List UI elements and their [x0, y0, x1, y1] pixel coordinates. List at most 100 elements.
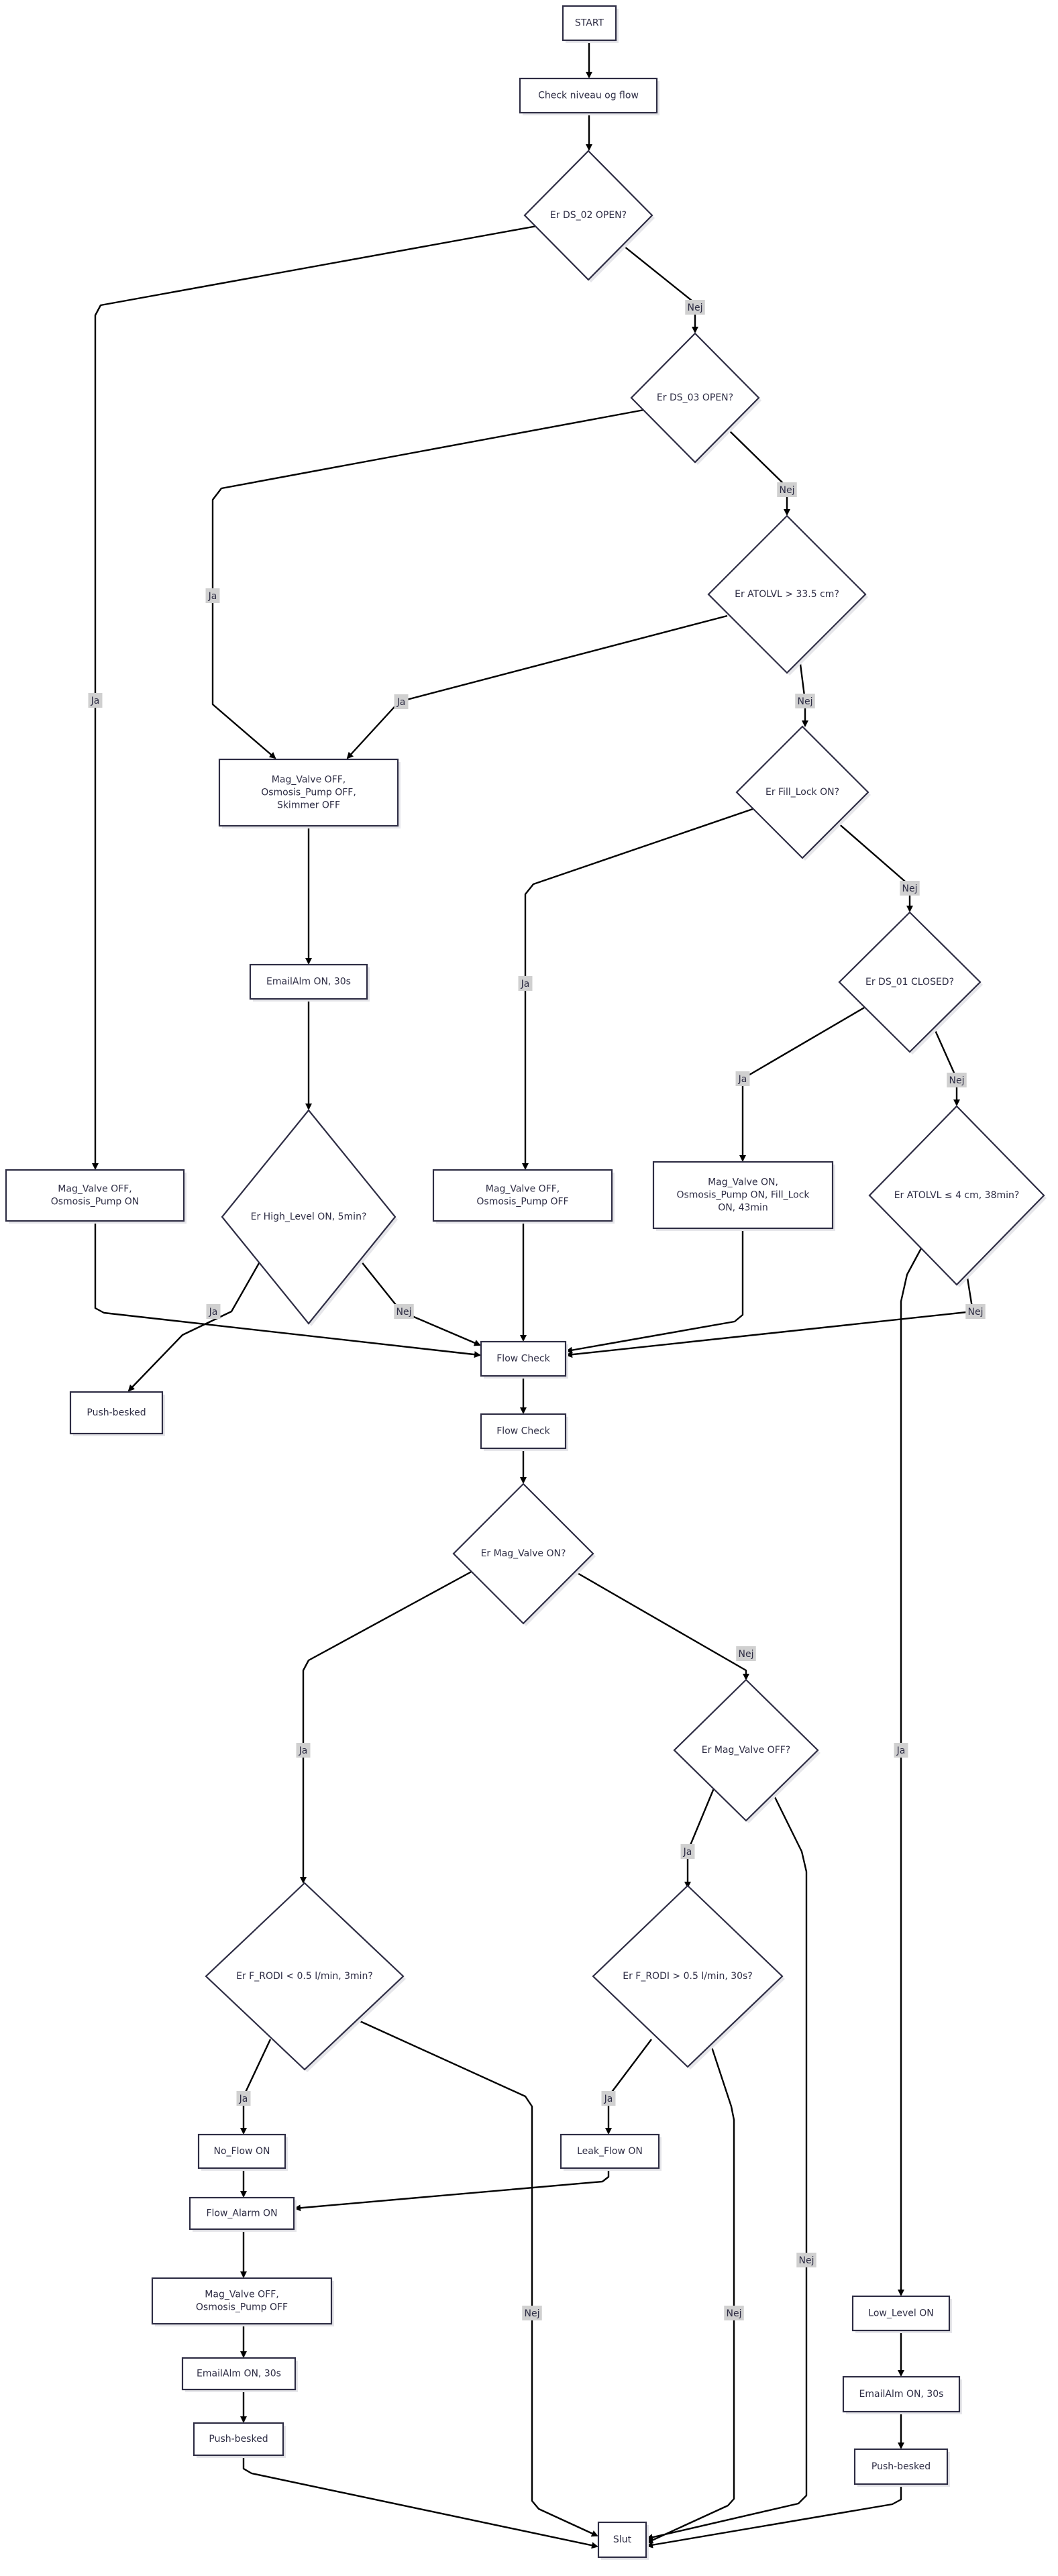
process-box: [181, 2357, 297, 2391]
decision-diamond: [523, 150, 653, 281]
process-box: [842, 2375, 961, 2413]
process-box: [597, 2521, 647, 2559]
node-label: Low_Level ON: [868, 2308, 933, 2319]
edge-label-yes: Ja: [735, 1071, 750, 1086]
edge-label-text: Ja: [91, 696, 100, 706]
process-node-act-fill: Mag_Valve ON,Osmosis_Pump ON, Fill_LockO…: [652, 1161, 835, 1231]
edge-act-valve-off-pump-on-to-flow-check-1: [94, 1221, 481, 1358]
process-node-act-all-off: Mag_Valve OFF,Osmosis_Pump OFF,Skimmer O…: [218, 758, 401, 828]
edge-q-rodi-high-to-leak-flow: [605, 2039, 652, 2135]
edge-label-background: [724, 2306, 744, 2320]
node-label: Er DS_02 OPEN?: [550, 210, 627, 221]
edge-label-background: [88, 693, 103, 708]
process-box: [249, 963, 368, 1000]
decision-node-q-ds01: Er DS_01 CLOSED?: [838, 911, 983, 1055]
process-node-email-3: EmailAlm ON, 30s: [842, 2375, 962, 2414]
node-label: Er Mag_Valve OFF?: [702, 1745, 790, 1756]
node-label: Osmosis_Pump OFF: [476, 1197, 568, 1208]
edge-label-yes: Ja: [894, 1743, 908, 1758]
edge-q-ds01-to-q-atolvl-low: [933, 1028, 960, 1106]
node-label: ON, 43min: [718, 1203, 768, 1214]
decision-node-q-rodi-high: Er F_RODI > 0.5 l/min, 30s?: [592, 1884, 785, 2070]
decision-node-q-high-level: Er High_Level ON, 5min?: [221, 1109, 398, 1326]
process-node-flow-check-1: Flow Check: [480, 1340, 568, 1379]
edge-q-valve-on-to-q-rodi-low: [300, 1568, 476, 1884]
node-label: START: [575, 18, 604, 29]
edge-label-text: Ja: [396, 697, 406, 708]
process-box: [652, 1161, 834, 1230]
node-label: Push-besked: [87, 1407, 146, 1418]
node-label: EmailAlm ON, 30s: [197, 2369, 281, 2379]
process-node-start: START: [562, 5, 619, 43]
node-label: Er F_RODI < 0.5 l/min, 3min?: [236, 1971, 373, 1982]
edge-label-text: Nej: [798, 696, 813, 707]
edge-label-background: [796, 2253, 816, 2267]
edge-label-text: Ja: [604, 2094, 613, 2104]
edge-label-yes: Ja: [296, 1743, 311, 1758]
edge-label-text: Ja: [239, 2094, 248, 2104]
process-node-push-3: Push-besked: [853, 2448, 950, 2487]
process-node-email-2: EmailAlm ON, 30s: [181, 2357, 298, 2392]
edge-label-no: Nej: [685, 300, 705, 315]
edge-label-text: Ja: [299, 1746, 308, 1756]
process-node-no-flow: No_Flow ON: [197, 2133, 288, 2171]
process-box: [480, 1340, 567, 1377]
edge-label-no: Nej: [736, 1646, 756, 1661]
decision-diamond: [205, 1882, 405, 2071]
edge-label-background: [777, 482, 797, 497]
node-label: No_Flow ON: [214, 2146, 270, 2157]
edge-label-yes: Ja: [680, 1844, 695, 1859]
decision-diamond: [838, 911, 982, 1053]
edge-label-background: [296, 1743, 311, 1758]
node-label: Mag_Valve ON,: [708, 1177, 778, 1188]
node-label: Mag_Valve OFF,: [205, 2290, 278, 2300]
edge-q-high-level-to-push-1: [127, 1244, 271, 1392]
decision-diamond: [592, 1884, 784, 2068]
edge-label-text: Ja: [209, 1307, 218, 1318]
process-box: [5, 1169, 185, 1222]
node-label: Osmosis_Pump ON: [51, 1197, 140, 1208]
edge-label-background: [894, 1743, 908, 1758]
edge-label-background: [900, 881, 920, 896]
process-node-act-valve-pump-off-2: Mag_Valve OFF,Osmosis_Pump OFF: [151, 2277, 334, 2326]
edge-label-yes: Ja: [518, 976, 533, 991]
edge-q-fill-lock-to-act-valve-pump-off: [522, 808, 753, 1170]
process-node-act-valve-pump-off: Mag_Valve OFF,Osmosis_Pump OFF: [432, 1169, 615, 1224]
edge-label-background: [394, 1304, 414, 1319]
edge-label-no: Nej: [796, 2253, 816, 2267]
node-label: Mag_Valve OFF,: [58, 1184, 131, 1195]
edge-label-no: Nej: [965, 1304, 986, 1319]
edge-label-text: Nej: [525, 2308, 540, 2319]
edge-act-fill-to-flow-check-1: [566, 1228, 744, 1354]
edge-label-text: Ja: [896, 1746, 906, 1756]
node-label: Er ATOLVL ≤ 4 cm, 38min?: [894, 1190, 1020, 1201]
node-label: Er Fill_Lock ON?: [765, 787, 839, 798]
node-label: Er ATOLVL > 33.5 cm?: [735, 589, 839, 600]
process-box: [218, 758, 399, 827]
edge-label-text: Nej: [688, 303, 703, 313]
decision-node-q-fill-lock: Er Fill_Lock ON?: [735, 725, 871, 861]
decision-node-q-valve-on: Er Mag_Valve ON?: [452, 1483, 596, 1626]
process-node-act-valve-off-pump-on: Mag_Valve OFF, Osmosis_Pump ON: [5, 1169, 187, 1224]
edge-label-no: Nej: [522, 2306, 542, 2320]
edge-q-rodi-low-to-no-flow: [240, 2039, 272, 2135]
edge-label-text: Nej: [968, 1307, 984, 1318]
process-box: [519, 77, 658, 114]
decision-diamond: [707, 515, 867, 674]
edge-q-ds01-to-act-fill: [739, 1006, 866, 1162]
decision-diamond: [868, 1105, 1045, 1286]
edge-label-background: [947, 1073, 967, 1087]
process-node-push-2: Push-besked: [193, 2422, 286, 2458]
edge-q-valve-off-to-q-rodi-high: [684, 1788, 715, 1888]
edge-label-no: Nej: [724, 2306, 744, 2320]
edge-label-yes: Ja: [205, 588, 220, 603]
edge-label-yes: Ja: [394, 694, 409, 709]
edge-label-no: Nej: [795, 694, 815, 708]
edge-label-background: [601, 2091, 616, 2106]
edge-push-3-to-end: [646, 2484, 902, 2548]
process-box: [69, 1391, 164, 1435]
edge-q-valve-on-to-q-valve-off: [571, 1568, 749, 1680]
edge-label-no: Nej: [394, 1304, 414, 1319]
edge-label-background: [522, 2306, 542, 2320]
